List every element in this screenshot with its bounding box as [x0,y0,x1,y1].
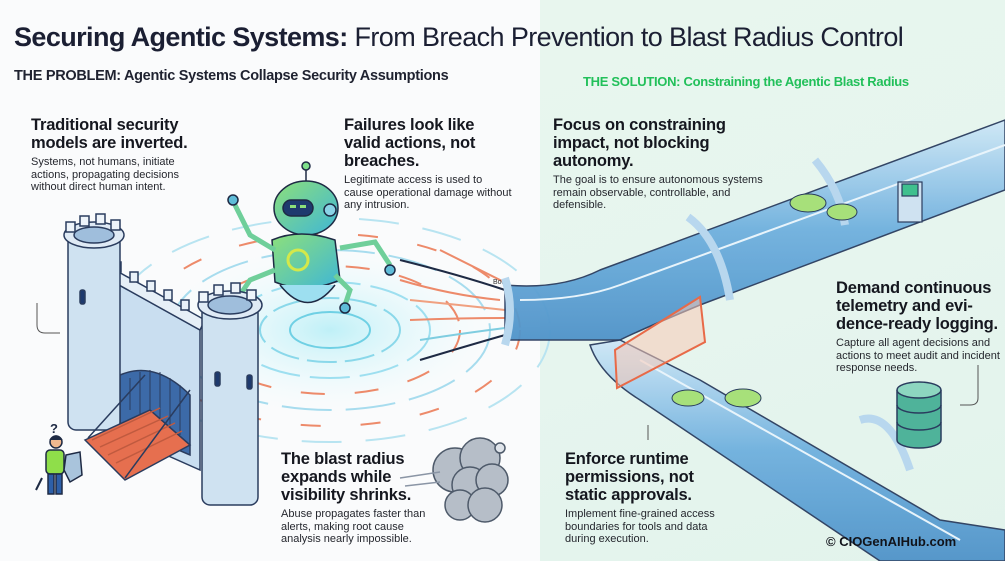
stray-label: Body [493,279,509,286]
solution-point-body: The goal is to ensure autonomous systems… [553,174,763,211]
person-with-shield-icon [35,435,83,495]
copyright-credit: © CIOGenAIHub.com [826,534,957,549]
robot-icon [227,161,396,314]
smoke-cloud-icon [399,437,509,523]
solution-point-2: Demand continuous telemetry and evi-denc… [836,279,1005,375]
solution-heading: THE SOLUTION: Constraining the Agentic B… [583,74,909,89]
question-mark: ? [50,421,58,436]
problem-point-title: The blast radius expands while visibilit… [281,450,412,504]
problem-point-1: Traditional security models are inverted… [31,116,201,194]
solution-point-title: Focus on constraining impact, not blocki… [553,116,726,170]
page-title: Securing Agentic Systems: From Breach Pr… [14,22,904,53]
database-icon [896,381,942,449]
problem-point-3: The blast radius expands while visibilit… [281,450,441,546]
solution-point-title: Enforce runtime permissions, not static … [565,450,694,504]
callout-bracket [36,303,60,334]
barrier-gate-icon [613,295,707,390]
terminal-kiosk-icon [897,181,923,223]
problem-point-body: Legitimate access is used to cause opera… [344,174,512,211]
drawbridge-icon [83,374,192,481]
car-icon [671,193,858,408]
solution-point-title: Demand continuous telemetry and evi-denc… [836,279,998,333]
page-title-bold: Securing Agentic Systems: [14,22,348,52]
solution-point-3: Enforce runtime permissions, not static … [565,450,740,546]
problem-point-2: Failures look like valid actions, not br… [344,116,514,212]
page-title-regular: From Breach Prevention to Blast Radius C… [354,22,904,52]
problem-point-title: Traditional security models are inverted… [31,116,188,152]
problem-point-body: Abuse propagates faster than alerts, mak… [281,508,426,545]
solution-point-1: Focus on constraining impact, not blocki… [553,116,773,212]
solution-point-body: Capture all agent decisions and actions … [836,337,1000,374]
problem-heading: THE PROBLEM: Agentic Systems Collapse Se… [14,68,449,84]
problem-point-title: Failures look like valid actions, not br… [344,116,476,170]
callout-bracket [960,365,979,406]
solution-point-body: Implement fine-grained access boundaries… [565,508,715,545]
problem-point-body: Systems, not humans, initiate actions, p… [31,156,179,193]
